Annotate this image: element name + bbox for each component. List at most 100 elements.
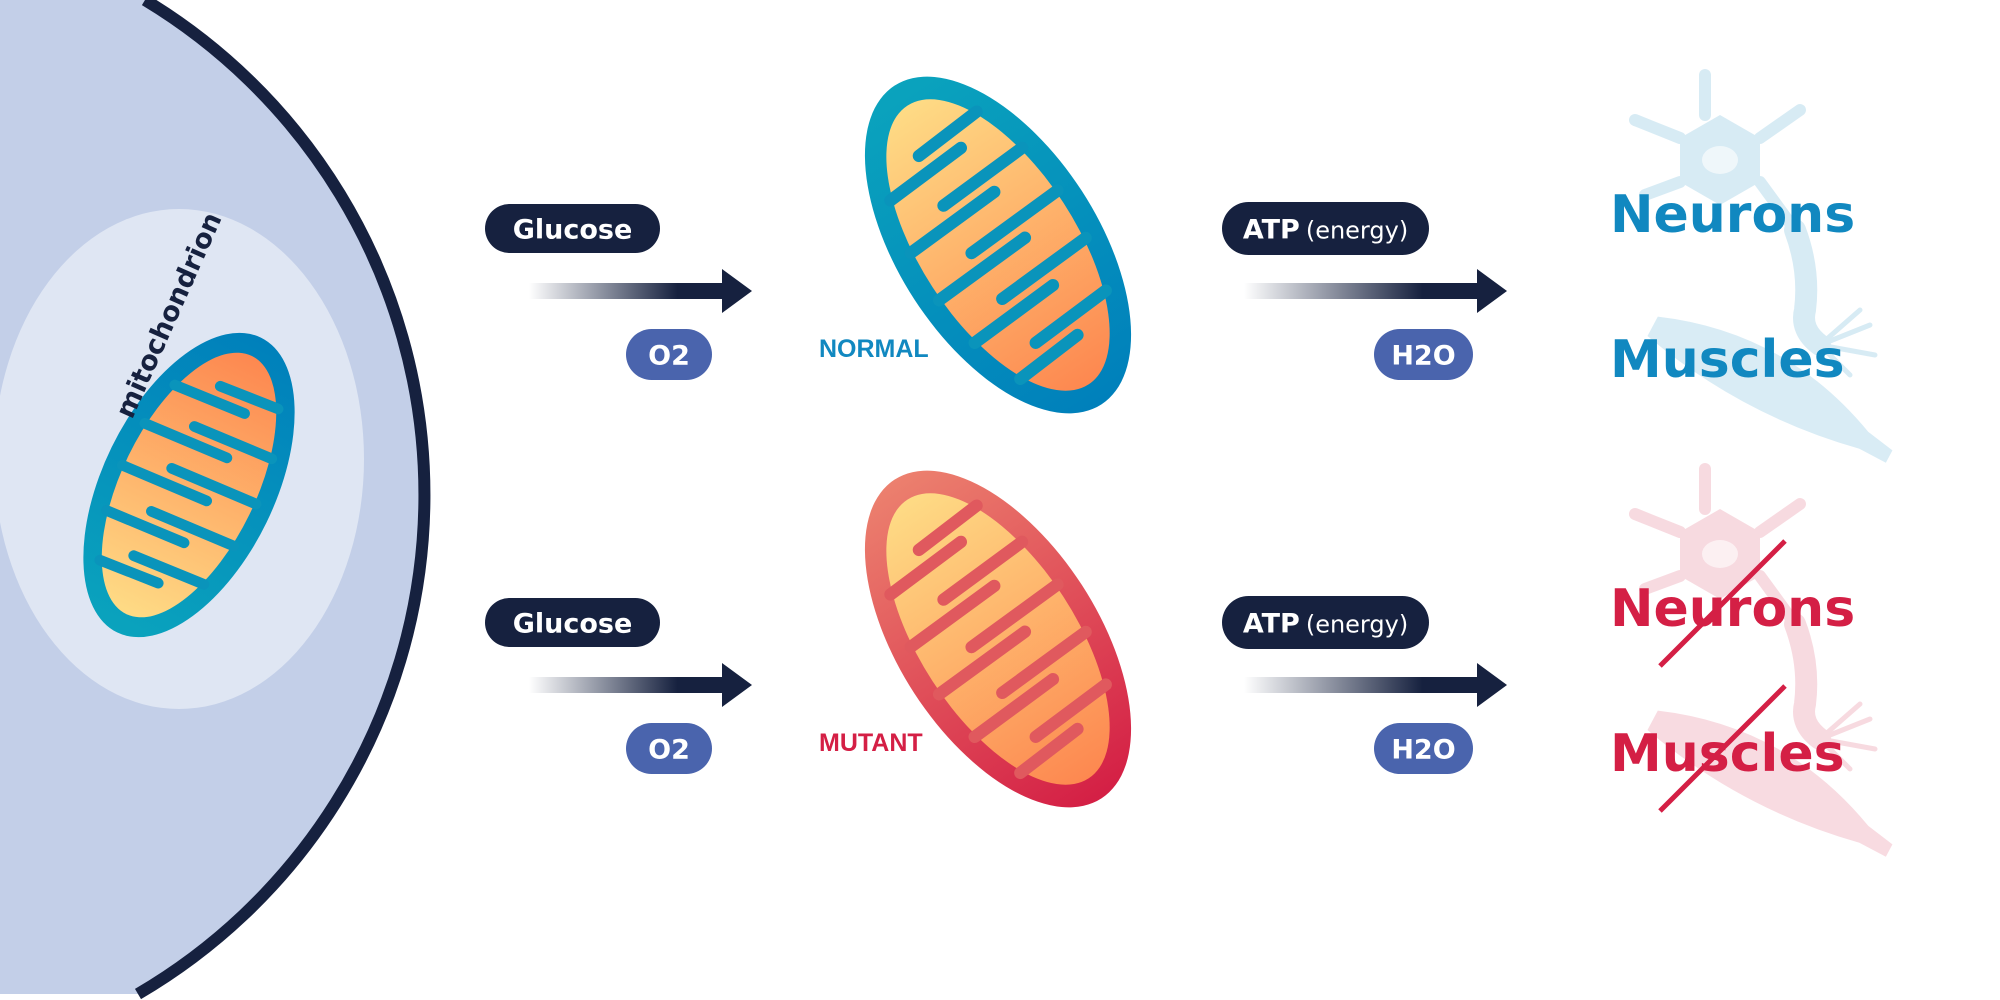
arrow-shaft (1244, 677, 1482, 693)
inner-matrix (101, 352, 277, 618)
strikethrough-icon (1658, 684, 1787, 813)
crista (904, 579, 1001, 654)
crista (1029, 284, 1112, 349)
o2-pill-bg (626, 329, 712, 380)
atp-pill-bg (1222, 202, 1429, 255)
glucose-pill-label: Glucose (513, 609, 633, 640)
cell-membrane (134, 0, 431, 1000)
dendrite (1754, 176, 1801, 236)
crista (188, 421, 278, 465)
o2-pill-label: O2 (648, 735, 690, 766)
atp-pill-label: (energy) (1306, 611, 1408, 639)
atp-pill-label: (energy) (1306, 217, 1408, 245)
axon-terminal (1817, 342, 1878, 358)
o2-pill-text: O2 (648, 341, 690, 372)
glucose-pill-bg (485, 598, 660, 647)
arrow-head-icon (722, 269, 752, 313)
atp-pill-text: ATP(energy) (1243, 215, 1408, 246)
h2o-pill-text: H2O (1391, 341, 1455, 372)
crista (912, 105, 983, 163)
glucose-pill: Glucose (485, 204, 660, 253)
cell: mitochondrion (0, 0, 431, 1000)
crista (884, 141, 968, 207)
axon-terminal (1817, 307, 1863, 348)
axon (1784, 219, 1831, 356)
arrow-shaft (1244, 283, 1482, 299)
crista (1029, 678, 1112, 743)
crista (932, 625, 1032, 701)
strikethrough-icon (1658, 539, 1787, 668)
crista (996, 625, 1092, 700)
arrow-shaft (529, 283, 727, 299)
dendrite (1754, 498, 1806, 538)
neuron-body (1680, 115, 1760, 205)
arrow-shaft (529, 677, 727, 693)
o2-pill-bg (626, 723, 712, 774)
arrow-head-icon (1477, 663, 1507, 707)
crista (965, 184, 1064, 260)
axon-terminal (1817, 322, 1873, 348)
state-label: MUTANT (819, 729, 923, 757)
h2o-pill-bg (1374, 329, 1473, 380)
crista (968, 673, 1060, 744)
crista (912, 499, 983, 557)
axon-terminal (1817, 701, 1863, 742)
axon-terminal (1817, 716, 1873, 742)
arrow-head-icon (1477, 269, 1507, 313)
o2-pill: O2 (626, 723, 712, 774)
axon (1784, 613, 1831, 750)
crista (904, 185, 1001, 260)
dendrite (1754, 570, 1801, 630)
input-arrow (529, 269, 752, 313)
crista (139, 417, 233, 464)
neuron-icon (1629, 69, 1878, 378)
target-neurons: Neurons (1610, 185, 1855, 245)
glucose-pill-text: Glucose (513, 609, 633, 640)
crista (965, 578, 1064, 654)
atp-pill: ATP(energy) (1222, 202, 1429, 255)
o2-pill-text: O2 (648, 735, 690, 766)
crista (101, 505, 190, 549)
crista (146, 506, 239, 552)
target-neurons: Neurons (1610, 579, 1855, 639)
h2o-pill-label: H2O (1391, 341, 1455, 372)
h2o-pill-bg (1374, 723, 1473, 774)
h2o-pill-text: H2O (1391, 735, 1455, 766)
atp-pill-text: ATP(energy) (1243, 609, 1408, 640)
crista (128, 550, 210, 590)
muscle-icon (1647, 316, 1893, 463)
dendrite (1629, 508, 1686, 538)
arrow-head-icon (722, 663, 752, 707)
dendrite (1639, 176, 1686, 201)
crista (996, 231, 1092, 306)
crista (214, 380, 284, 415)
neuron-body (1680, 509, 1760, 599)
crista (884, 535, 968, 601)
crista (169, 379, 250, 419)
h2o-pill-label: H2O (1391, 735, 1455, 766)
glucose-pill-text: Glucose (513, 215, 633, 246)
target-muscles: Muscles (1610, 330, 1845, 390)
inner-matrix (886, 493, 1110, 785)
output-arrow (1244, 663, 1507, 707)
muscle-shape (1647, 710, 1893, 857)
crista (116, 459, 213, 507)
target-muscles: Muscles (1610, 724, 1845, 784)
dendrite (1754, 104, 1806, 144)
neuron-icon (1629, 463, 1878, 772)
glucose-pill-bg (485, 204, 660, 253)
crista (932, 231, 1032, 307)
crista (94, 554, 164, 589)
muscle-icon (1647, 710, 1893, 857)
h2o-pill: H2O (1374, 329, 1473, 380)
output-arrow (1244, 269, 1507, 313)
neuron-nucleus (1702, 146, 1738, 174)
crista (937, 141, 1029, 212)
axon-terminal (1817, 736, 1853, 772)
muscle-shape (1647, 316, 1893, 463)
crista (968, 279, 1060, 350)
atp-pill-label: ATP (1243, 215, 1300, 246)
dendrite (1629, 114, 1686, 144)
